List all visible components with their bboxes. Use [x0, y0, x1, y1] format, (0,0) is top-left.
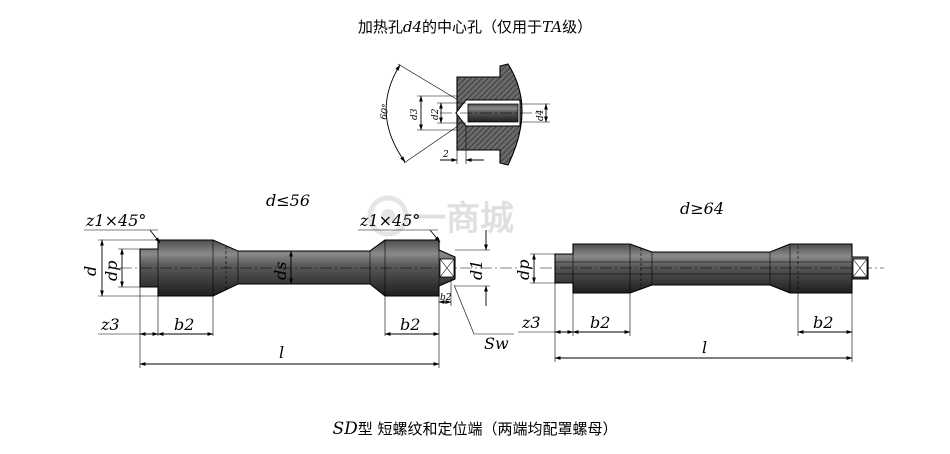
d1-label: d1 — [467, 260, 486, 280]
right-l-label: l — [702, 338, 707, 357]
right-z3-label: z3 — [521, 313, 541, 332]
watermark: 一商城 — [367, 195, 514, 239]
sw-label: Sw — [484, 334, 509, 353]
center-hole-detail: 60° d3 d2 d4 2 — [379, 63, 550, 166]
z1-right-label: z1×45° — [359, 211, 420, 230]
l-label: l — [279, 343, 284, 362]
b2-right-label: b2 — [400, 315, 420, 334]
d2-label: d2 — [431, 108, 441, 120]
dp-label: dp — [102, 261, 121, 281]
bottom-caption: SD型 短螺纹和定位端（两端均配罩螺母） — [332, 419, 617, 439]
b2-small-label: b2 — [440, 293, 452, 303]
d3-label: d3 — [410, 108, 420, 120]
top-title: 加热孔d4的中心孔（仅用于TA级） — [358, 18, 592, 36]
right-dp-label: dp — [514, 260, 533, 280]
right-heading: d≥64 — [680, 199, 724, 218]
right-b2-right-label: b2 — [813, 313, 833, 332]
ds-label: ds — [271, 262, 290, 280]
z1-left-label: z1×45° — [85, 211, 146, 230]
d4-label: d4 — [536, 109, 546, 121]
z3-label: z3 — [100, 315, 120, 334]
right-shaft-view: d≥64 dp z3 b2 b2 l — [514, 199, 884, 362]
angle-label: 60° — [379, 103, 392, 120]
svg-text:一商城: 一商城 — [412, 199, 514, 239]
b2-left-label: b2 — [174, 315, 194, 334]
left-shaft-view: d≤56 z1×45° z1×45° d dp ds — [81, 191, 520, 368]
two-label: 2 — [442, 150, 449, 160]
d-label: d — [81, 266, 100, 276]
left-heading: d≤56 — [266, 191, 310, 210]
right-b2-left-label: b2 — [590, 313, 610, 332]
